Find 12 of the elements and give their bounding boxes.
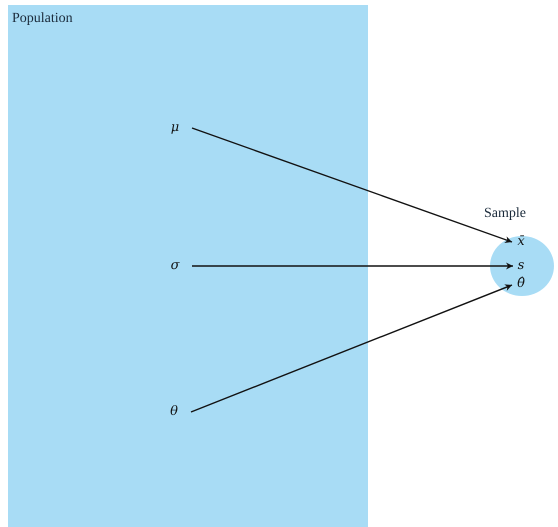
sample-heading: Sample (484, 206, 526, 222)
arrow (192, 262, 513, 270)
math-symbol: θ (167, 404, 181, 420)
math-symbol: θ̂ (515, 276, 527, 294)
math-symbol: μ (168, 120, 182, 136)
arrow (192, 127, 512, 243)
region-heading: Population (12, 11, 73, 27)
math-symbol: σ (168, 258, 182, 274)
math-symbol: s (516, 258, 526, 274)
population-region (8, 5, 368, 527)
math-symbol: x̄ (515, 234, 527, 250)
arrow (190, 284, 512, 413)
